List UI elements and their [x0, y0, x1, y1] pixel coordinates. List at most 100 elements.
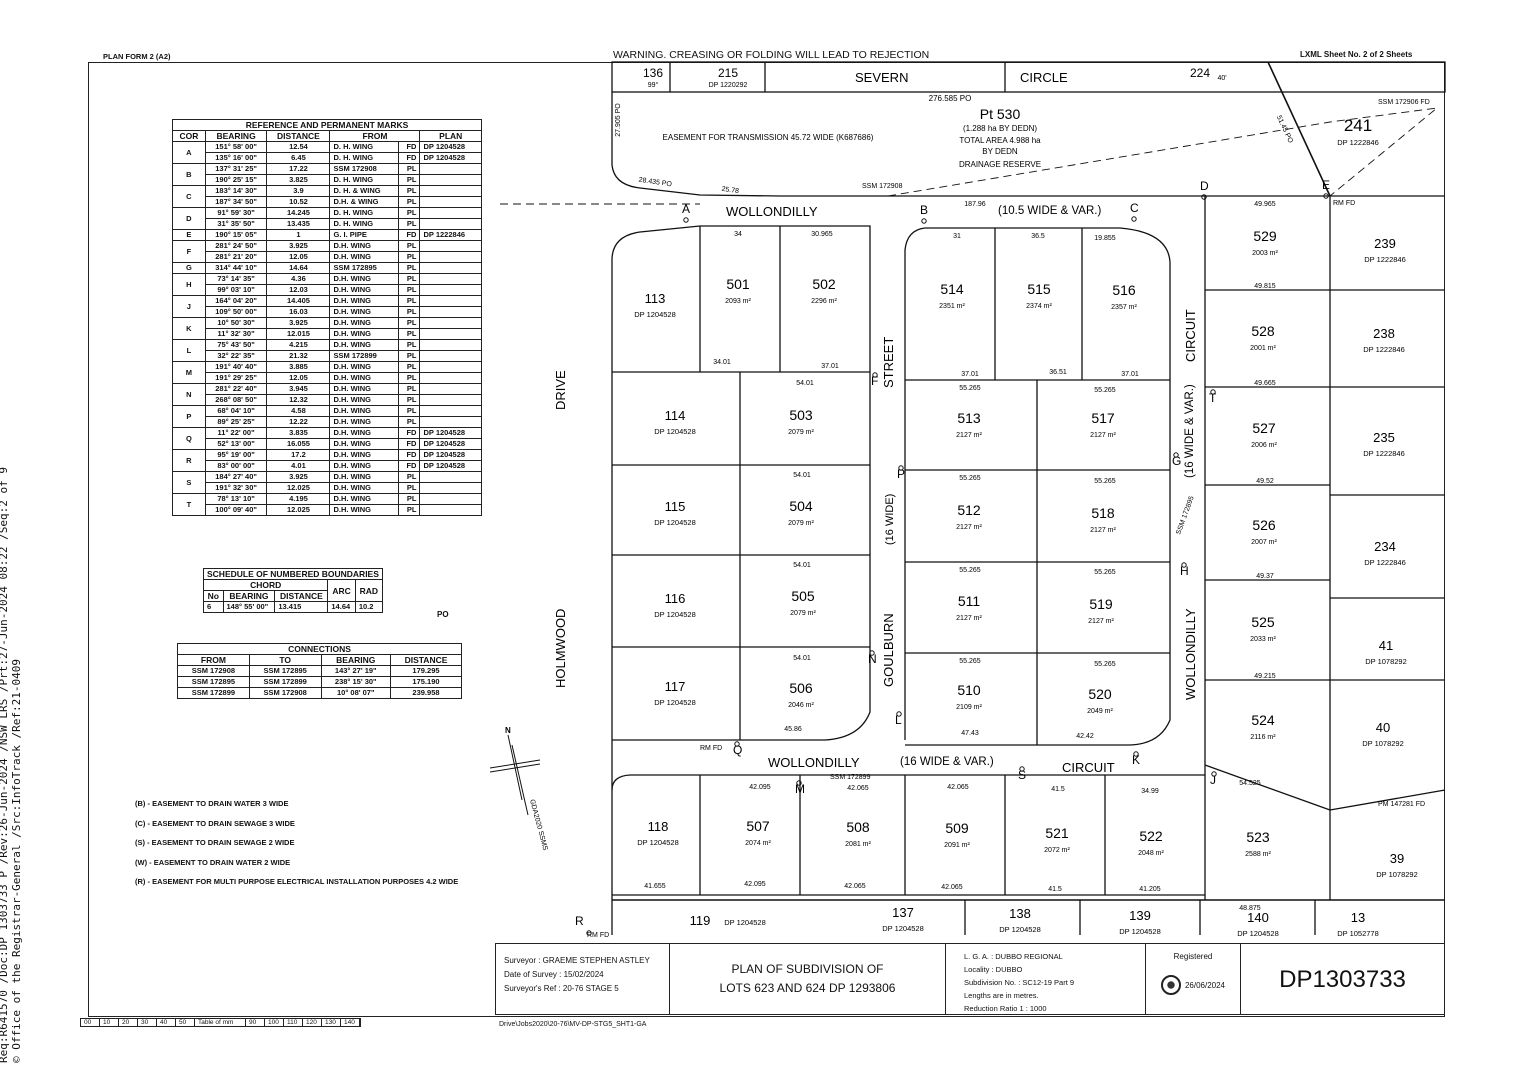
pt530-line2: TOTAL AREA 4.988 ha [959, 136, 1041, 145]
dimension-label: 55.265 [959, 658, 981, 665]
lot-number: 528 [1251, 323, 1275, 339]
cell: 10° 08' 07" [320, 687, 391, 699]
lot-number: 514 [940, 281, 964, 297]
scale-tick: 140 [341, 1019, 360, 1026]
corner-n: N [868, 652, 877, 666]
corner-c: C [1130, 201, 1139, 215]
corner-mark-icon [1133, 751, 1139, 757]
pt530-line4: DRAINAGE RESERVE [959, 160, 1041, 169]
corner-mark-icon [898, 465, 904, 471]
dimension-label: 42.095 [749, 784, 771, 791]
lot-number: 508 [846, 819, 870, 835]
lot-number: 501 [726, 276, 750, 292]
survey-mark-label: RM FD [587, 932, 609, 939]
road-wollondilly-right: WOLLONDILLY [1183, 608, 1198, 700]
dimension-label: 37.01 [821, 363, 839, 370]
lot-number: 521 [1045, 825, 1069, 841]
lot-area: 2127 m² [956, 524, 982, 531]
corner-q: Q [733, 743, 742, 757]
lot-number: 524 [1251, 712, 1275, 728]
lot-area: 2127 m² [1090, 432, 1116, 439]
lot-area: 2296 m² [811, 298, 837, 305]
lot-number: 516 [1112, 282, 1136, 298]
dimension-label: 187.96 [964, 201, 986, 208]
easement-legend-item: (C) - EASEMENT TO DRAIN SEWAGE 3 WIDE [135, 818, 295, 828]
scale-tick: 110 [284, 1019, 303, 1026]
lot-number: 506 [789, 680, 813, 696]
corner-mark-icon [586, 930, 592, 936]
dimension-label: 55.265 [1094, 569, 1116, 576]
top-lot-sub: 99° [648, 81, 659, 89]
adjoining-lot-dp: DP 1204528 [654, 427, 696, 436]
lot-area: 2127 m² [956, 432, 982, 439]
lot-number: 513 [957, 410, 981, 426]
lot-area: 2109 m² [956, 704, 982, 711]
corner-mark-icon [921, 218, 927, 224]
lot-area: 2079 m² [788, 429, 814, 436]
adjoining-lot-dp: DP 1078292 [1365, 657, 1407, 666]
dimension-label: 36.5 [1031, 233, 1045, 240]
road-street: STREET [881, 337, 896, 388]
corner-mark-icon [872, 372, 878, 378]
lot-number: 529 [1253, 228, 1277, 244]
corner-k: K [1132, 753, 1140, 767]
corner-mark-icon [1173, 452, 1179, 458]
dimension-label: 34.01 [713, 359, 731, 366]
top-lot-sub: DP 1220292 [709, 82, 748, 89]
cell: 239.958 [389, 687, 463, 699]
sheet-number: LXML Sheet No. 2 of 2 Sheets [1300, 50, 1413, 59]
dimension-label: 49.815 [1254, 283, 1276, 290]
dimension-label: 25.78 [721, 186, 739, 195]
adjoining-lot-dp: DP 1078292 [1376, 870, 1418, 879]
adjoining-lot-number: 39 [1390, 851, 1404, 866]
dimension-label: 37.01 [1121, 371, 1139, 378]
lot-area: 2079 m² [790, 610, 816, 617]
dimension-label: 54.01 [793, 472, 811, 479]
road-severn: SEVERN [855, 70, 908, 85]
dimension-label: 41.205 [1139, 886, 1161, 893]
subdivision-number: Subdivision No. : SC12-19 Part 9 [964, 978, 1075, 987]
dimension-label: 47.43 [961, 730, 979, 737]
lot-number: 507 [746, 818, 770, 834]
dimension-label: 54.01 [796, 380, 814, 387]
corner-mark-icon [683, 217, 689, 223]
adjoining-lot-number: 40 [1376, 720, 1390, 735]
lot-number: 518 [1091, 505, 1115, 521]
registration-seal-icon [1160, 975, 1181, 995]
dimension-label: 27.905 PO [615, 103, 622, 137]
dimension-label: 48.875 [1239, 905, 1261, 912]
surveyor-panel: Surveyor : GRAEME STEPHEN ASTLEY Date of… [495, 943, 670, 1015]
dimension-label: 34.99 [1141, 788, 1159, 795]
lot-area: 2072 m² [1044, 847, 1070, 854]
easement-legend: (B) - EASEMENT TO DRAIN WATER 3 WIDE(C) … [135, 794, 458, 892]
adjoining-lot-dp: DP 1204528 [637, 838, 679, 847]
easement-legend-item: (R) - EASEMENT FOR MULTI PURPOSE ELECTRI… [135, 877, 459, 886]
dimension-label: 28.435 PO [638, 177, 673, 189]
corner-mark-icon [1211, 771, 1217, 777]
pt530-line3: BY DEDN [982, 147, 1018, 156]
scale-tick: 40 [157, 1019, 176, 1026]
road-holmwood: HOLMWOOD [553, 609, 568, 688]
adjoining-lot-dp: DP 1204528 [654, 698, 696, 707]
locality: Locality : DUBBO [964, 965, 1023, 974]
corner-g: G [1172, 454, 1181, 468]
road-goulburn-width: (16 WIDE) [884, 494, 896, 545]
dimension-label: 36.51 [1049, 369, 1067, 376]
road-circuit-bottom: CIRCUIT [1062, 760, 1115, 775]
road-right-width: (16 WIDE & VAR.) [1184, 384, 1196, 478]
dimension-label: 51.45 PO [1275, 114, 1294, 144]
dimension-label: 55.265 [1094, 478, 1116, 485]
corner-mark-icon [1181, 562, 1187, 568]
scale-tick: 10 [100, 1019, 119, 1026]
top-lot-sub: 40' [1217, 75, 1226, 82]
lot-area: 2007 m² [1251, 539, 1277, 546]
adjoining-lot-number: 115 [665, 499, 686, 514]
dimension-label: 54.525 [1239, 780, 1261, 787]
adjoining-lot-dp: DP 1204528 [999, 925, 1041, 934]
north-label: N [505, 726, 511, 735]
